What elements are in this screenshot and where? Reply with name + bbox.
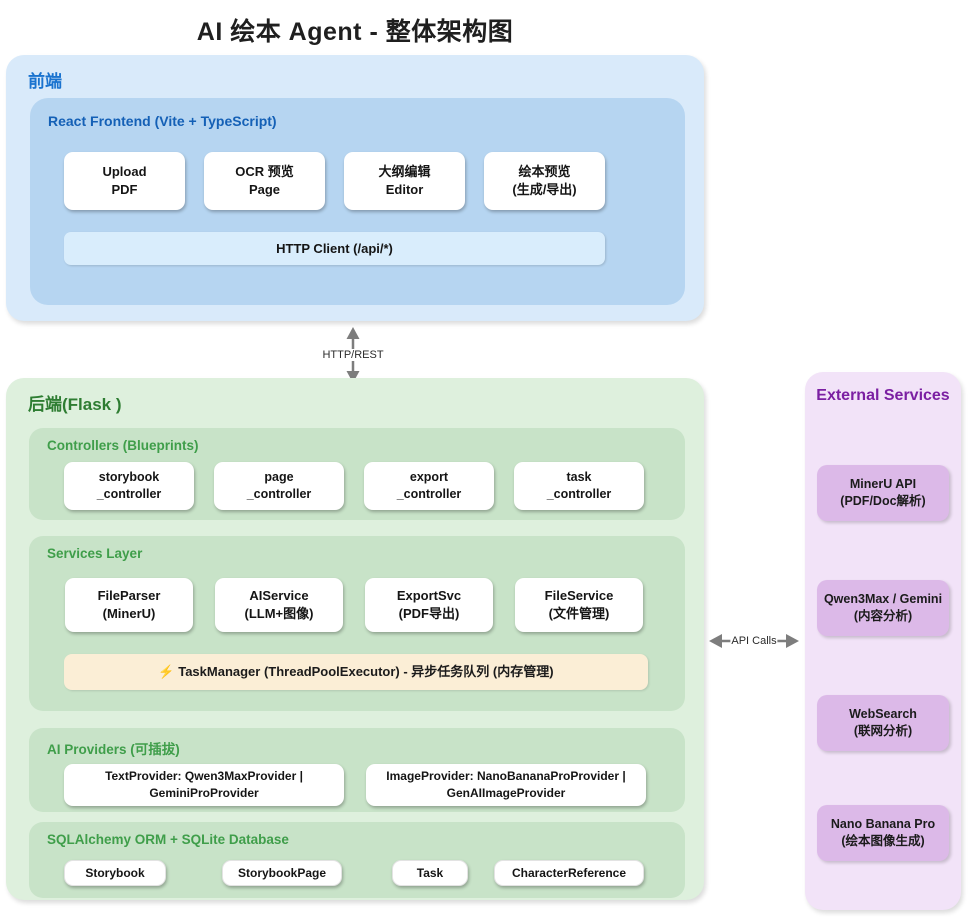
card-line: task: [566, 470, 592, 485]
external-services-section: External Services MinerU API (PDF/Doc解析)…: [805, 372, 961, 910]
card-line: OCR 预览: [235, 164, 294, 180]
react-frontend-label: React Frontend (Vite + TypeScript): [48, 113, 277, 129]
card-line: Qwen3Max / Gemini: [823, 591, 943, 606]
card-export-controller: export _controller: [364, 462, 494, 510]
card-ai-service: AIService (LLM+图像): [215, 578, 343, 632]
card-line: (PDF/Doc解析): [840, 494, 926, 508]
services-row: FileParser (MinerU) AIService (LLM+图像) E…: [65, 578, 643, 632]
services-section: Services Layer FileParser (MinerU) AISer…: [29, 536, 685, 711]
frontend-section-label: 前端: [28, 72, 62, 91]
card-file-parser: FileParser (MinerU): [65, 578, 193, 632]
card-line: Upload: [102, 164, 147, 180]
card-nano-banana-pro: Nano Banana Pro (绘本图像生成): [817, 805, 949, 861]
card-qwen3max-gemini: Qwen3Max / Gemini (内容分析): [817, 580, 949, 636]
card-line: Nano Banana Pro: [830, 816, 936, 831]
frontend-card-outline-editor: 大纲编辑 Editor: [344, 152, 465, 210]
card-task-model: Task: [392, 860, 468, 886]
card-line: (LLM+图像): [244, 606, 314, 621]
frontend-card-ocr-preview: OCR 预览 Page: [204, 152, 325, 210]
card-line: (PDF导出): [398, 606, 460, 621]
card-line: GeminiProProvider: [149, 786, 259, 800]
card-line: ExportSvc: [396, 588, 462, 604]
controllers-section: Controllers (Blueprints) storybook _cont…: [29, 428, 685, 520]
frontend-backend-connector: HTTP/REST: [318, 326, 388, 384]
card-line: AIService: [249, 588, 309, 604]
card-line: 大纲编辑: [378, 164, 431, 180]
card-line: MinerU API: [849, 476, 917, 491]
backend-section-label: 后端(Flask ): [28, 395, 122, 414]
card-line: (联网分析): [853, 724, 913, 738]
card-line: PDF: [111, 182, 138, 197]
card-task-controller: task _controller: [514, 462, 644, 510]
card-line: _controller: [96, 487, 162, 501]
frontend-section: 前端 React Frontend (Vite + TypeScript) Up…: [6, 55, 704, 321]
card-line: Editor: [385, 182, 424, 197]
ai-providers-title: AI Providers (可插拔): [47, 742, 180, 757]
card-websearch: WebSearch (联网分析): [817, 695, 949, 751]
card-line: WebSearch: [849, 706, 917, 721]
controllers-title: Controllers (Blueprints): [47, 438, 199, 453]
card-export-svc: ExportSvc (PDF导出): [365, 578, 493, 632]
http-rest-label: HTTP/REST: [321, 349, 385, 361]
card-line: TextProvider: Qwen3MaxProvider |: [105, 769, 303, 784]
external-services-label: External Services: [816, 387, 950, 404]
frontend-card-book-preview: 绘本预览 (生成/导出): [484, 152, 605, 210]
card-line: storybook: [98, 470, 160, 485]
card-line: FileService: [544, 588, 614, 604]
card-line: ImageProvider: NanoBananaProProvider |: [386, 769, 626, 784]
backend-external-connector: API Calls: [708, 630, 800, 652]
frontend-card-upload-pdf: Upload PDF: [64, 152, 185, 210]
card-storybook-controller: storybook _controller: [64, 462, 194, 510]
card-page-controller: page _controller: [214, 462, 344, 510]
card-storybook-model: Storybook: [64, 860, 166, 886]
services-title: Services Layer: [47, 546, 143, 561]
card-line: (绘本图像生成): [841, 834, 925, 848]
react-frontend-container: React Frontend (Vite + TypeScript) Uploa…: [30, 98, 685, 305]
card-line: (MinerU): [102, 606, 156, 621]
card-storybookpage-model: StorybookPage: [222, 860, 342, 886]
http-client-bar: HTTP Client (/api/*): [64, 232, 605, 265]
backend-section: 后端(Flask ) Controllers (Blueprints) stor…: [6, 378, 704, 900]
database-section: SQLAlchemy ORM + SQLite Database Storybo…: [29, 822, 685, 898]
card-line: GenAIImageProvider: [446, 786, 566, 800]
card-line: (生成/导出): [512, 182, 577, 197]
card-line: (文件管理): [548, 606, 610, 621]
controllers-row: storybook _controller page _controller e…: [64, 462, 644, 510]
card-text-provider: TextProvider: Qwen3MaxProvider | GeminiP…: [64, 764, 344, 806]
card-line: (内容分析): [853, 609, 913, 623]
card-line: 绘本预览: [518, 164, 571, 180]
frontend-cards-row: Upload PDF OCR 预览 Page 大纲编辑 Editor 绘本预览 …: [64, 152, 605, 210]
card-characterreference-model: CharacterReference: [494, 860, 644, 886]
card-image-provider: ImageProvider: NanoBananaProProvider | G…: [366, 764, 646, 806]
page-title: AI 绘本 Agent - 整体架构图: [196, 18, 514, 46]
card-line: page: [264, 470, 294, 485]
card-line: _controller: [246, 487, 312, 501]
providers-row: TextProvider: Qwen3MaxProvider | GeminiP…: [64, 764, 646, 806]
database-title: SQLAlchemy ORM + SQLite Database: [47, 832, 289, 847]
card-line: Page: [248, 182, 281, 197]
task-manager-bar: ⚡ TaskManager (ThreadPoolExecutor) - 异步任…: [64, 654, 648, 690]
ai-providers-section: AI Providers (可插拔) TextProvider: Qwen3Ma…: [29, 728, 685, 812]
card-line: _controller: [396, 487, 462, 501]
card-line: _controller: [546, 487, 612, 501]
card-line: FileParser: [97, 588, 161, 604]
card-file-service: FileService (文件管理): [515, 578, 643, 632]
api-calls-label: API Calls: [730, 635, 778, 647]
card-line: export: [409, 470, 449, 485]
card-mineru-api: MinerU API (PDF/Doc解析): [817, 465, 949, 521]
